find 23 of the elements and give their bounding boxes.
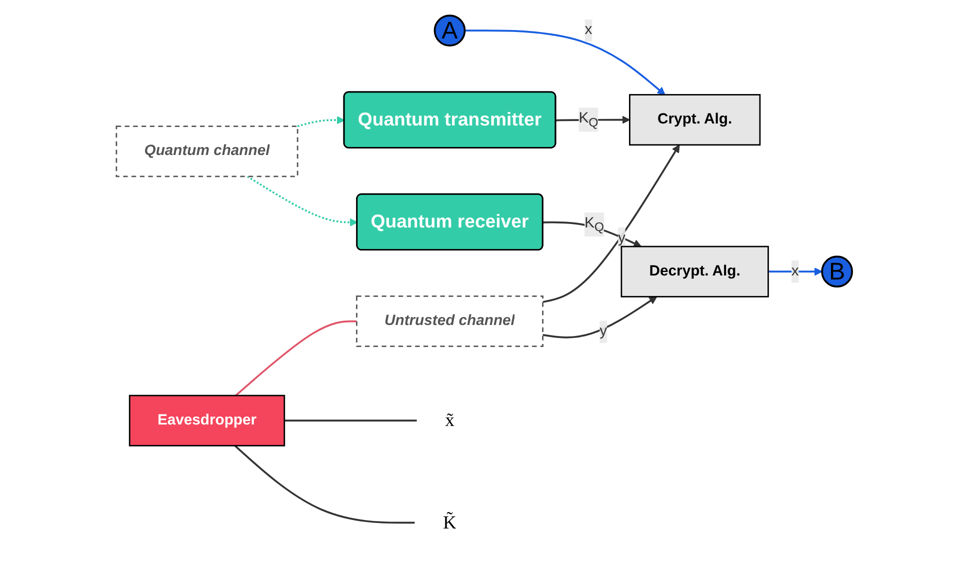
node-box: Crypt. Alg. bbox=[629, 94, 761, 146]
edge-label: y bbox=[618, 230, 626, 246]
edge-label: x bbox=[584, 22, 592, 38]
node-text: x̃ bbox=[445, 410, 455, 431]
edge-label: K$_{Q}$ bbox=[584, 215, 604, 234]
node-circle: A bbox=[434, 14, 466, 46]
node-box: Eavesdropper bbox=[129, 394, 286, 446]
arrow bbox=[247, 176, 358, 226]
connector bbox=[234, 444, 416, 524]
edge-label: y bbox=[600, 324, 608, 340]
arrow bbox=[465, 30, 666, 96]
node-circle: B bbox=[821, 256, 854, 288]
connector bbox=[235, 320, 357, 396]
edge-label: K$_{Q}$ bbox=[578, 110, 598, 130]
arrow bbox=[542, 296, 658, 338]
node-text: K̃ bbox=[443, 512, 457, 533]
node-box: Untrusted channel bbox=[356, 296, 544, 348]
node-box: Quantum channel bbox=[116, 126, 299, 178]
edge-label: x bbox=[792, 263, 800, 280]
arrow bbox=[768, 268, 823, 276]
node-box: Decrypt. Alg. bbox=[620, 246, 770, 298]
connector bbox=[284, 420, 418, 422]
arrow bbox=[297, 116, 346, 128]
